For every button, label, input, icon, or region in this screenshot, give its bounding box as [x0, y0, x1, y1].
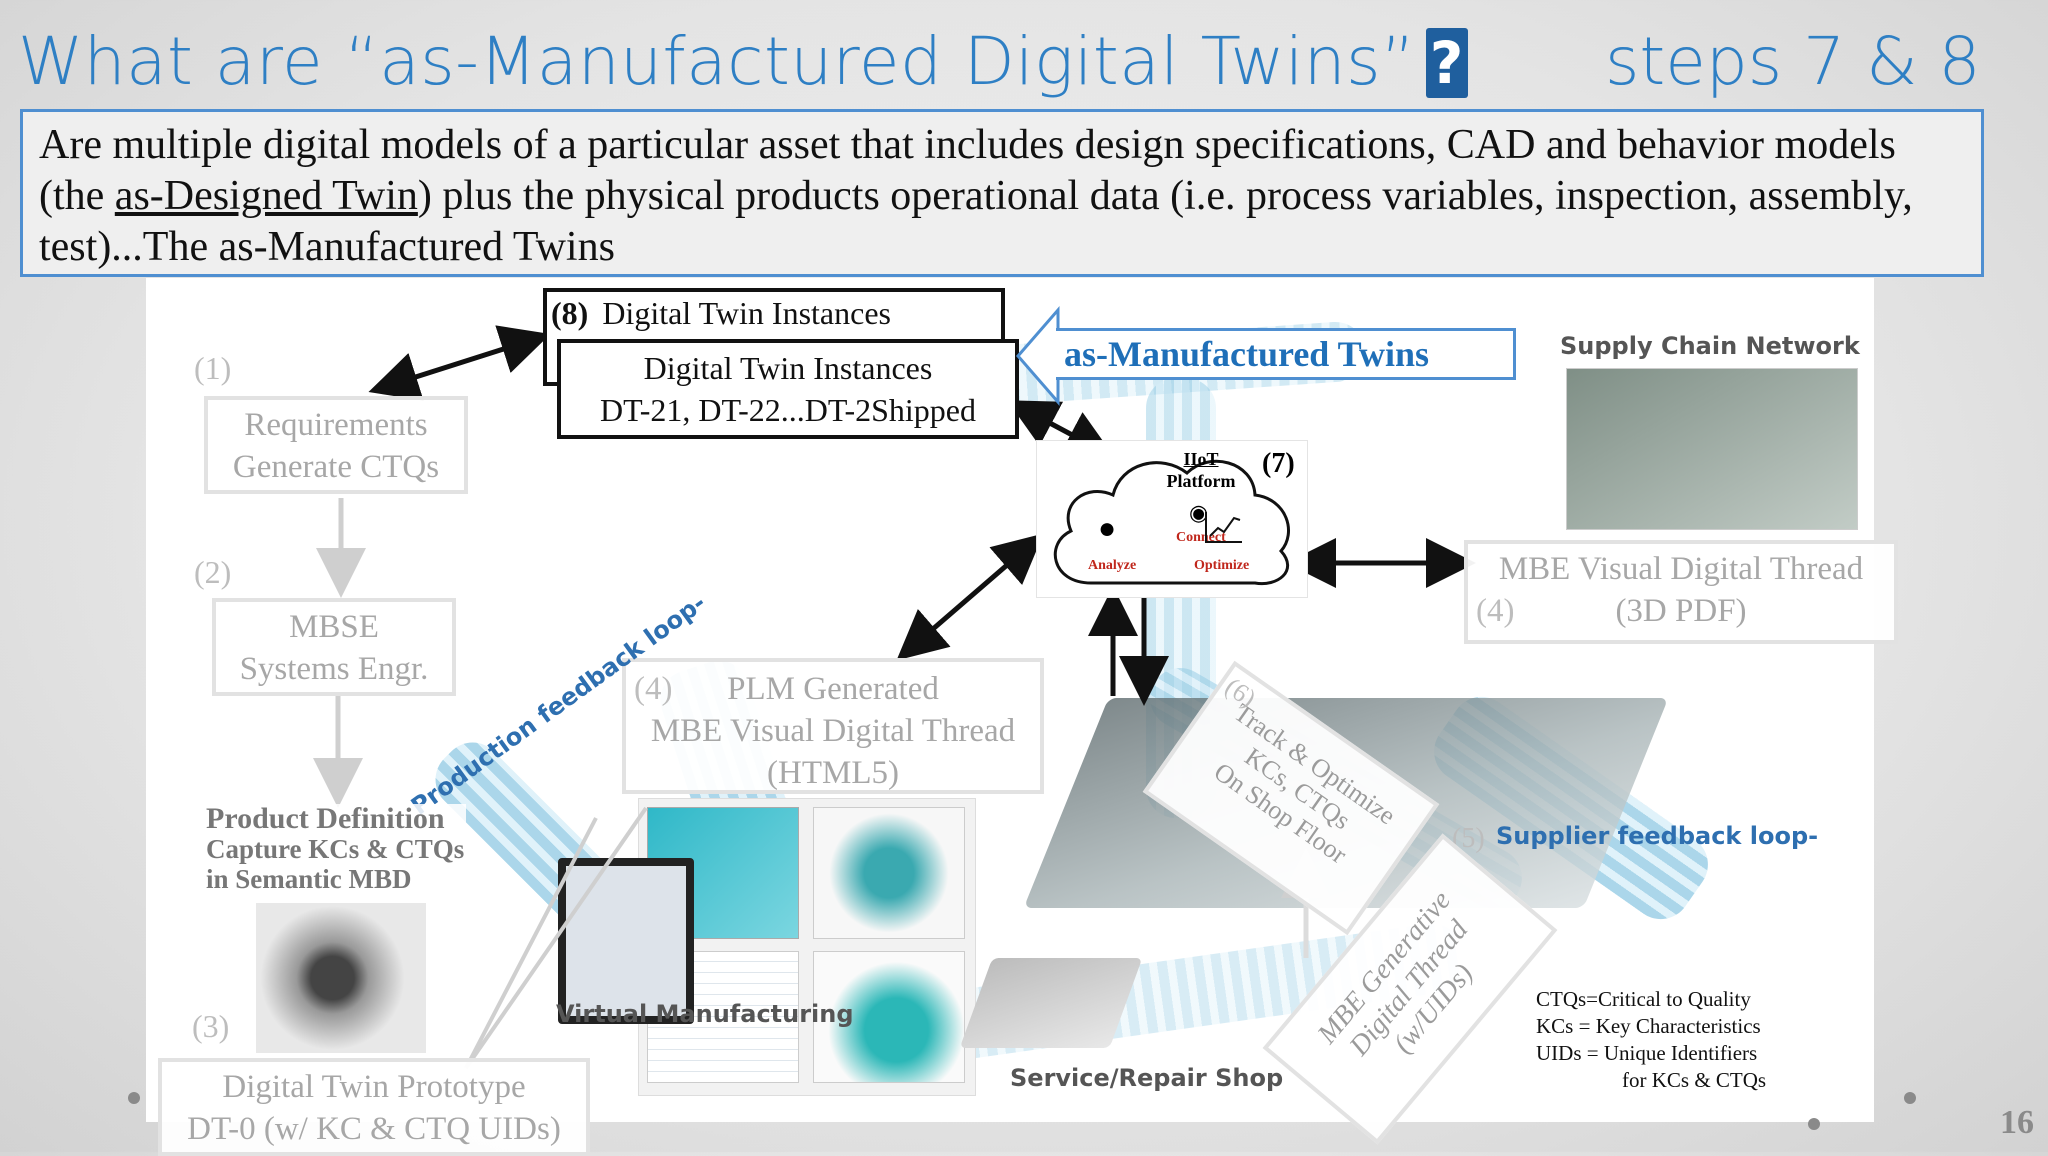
step3-label: (3): [192, 1008, 230, 1044]
plm-step: (4): [634, 671, 673, 707]
dt-prototype-box: Digital Twin Prototype DT-0 (w/ KC & CTQ…: [158, 1058, 590, 1156]
product-definition-label: Product Definition Capture KCs & CTQs in…: [206, 804, 466, 894]
digital-twin-diagram: (8) Digital Twin Instances Digital Twin …: [146, 278, 1898, 1156]
legend-item: CTQs=Critical to Quality: [1536, 987, 1751, 1011]
dt-instances-front-label: Digital Twin Instances: [643, 350, 933, 386]
head-gear-icon: ●: [1098, 512, 1117, 545]
step1-label: (1): [194, 350, 232, 386]
legend-item: UIDs = Unique Identifiers: [1536, 1041, 1758, 1065]
iiot-line2: Platform: [1166, 471, 1236, 491]
requirements-box: Requirements Generate CTQs: [204, 396, 468, 494]
slide-dot: [128, 1092, 140, 1104]
cloud-icon: [1053, 459, 1290, 586]
steps-label: steps 7 & 8: [1605, 23, 1981, 100]
question-mark-icon: ?: [1425, 28, 1468, 98]
as-designed-twin-link: as-Designed Twin: [114, 173, 418, 219]
slide-dot: [1808, 1118, 1820, 1130]
plm-line1-row: (4) PLM Generated: [626, 668, 1040, 710]
supplier-loop-label: Supplier feedback loop-: [1496, 822, 1819, 850]
definition-box: Are multiple digital models of a particu…: [20, 109, 1984, 277]
product-def-line2: Capture KCs & CTQs: [206, 834, 465, 864]
iiot-line1: IIoT: [1183, 449, 1219, 469]
dt-instances-front-box: Digital Twin Instances DT-21, DT-22...DT…: [557, 339, 1019, 439]
page-title: What are “as-Manufactured Digital Twins”…: [18, 22, 1468, 102]
abbreviation-legend: CTQs=Critical to Quality KCs = Key Chara…: [1536, 986, 1766, 1094]
step7-label: (7): [1262, 448, 1295, 479]
mbe-3d-step: (4): [1476, 593, 1515, 629]
product-def-line3: in Semantic MBD: [206, 864, 412, 894]
plm-line1: PLM Generated: [727, 671, 939, 707]
definition-text-part2: ) plus the physical products operational…: [39, 173, 1913, 270]
supply-chain-label: Supply Chain Network: [1560, 332, 1860, 360]
definition-text-part1: Are multiple digital models of a particu…: [39, 122, 1896, 219]
prototype-line1: Digital Twin Prototype: [222, 1069, 526, 1105]
page-number: 16: [2000, 1104, 2034, 1141]
mbe-3d-pdf-box: MBE Visual Digital Thread (4) (3D PDF): [1464, 540, 1898, 644]
plm-line2: MBE Visual Digital Thread: [650, 713, 1016, 749]
mbse-line2: Systems Engr.: [239, 651, 429, 687]
product-def-line1: Product Definition: [206, 802, 445, 835]
requirements-line1: Requirements: [244, 407, 428, 443]
dt-instances-back-label: Digital Twin Instances: [602, 295, 891, 331]
mbse-line1: MBSE: [289, 609, 379, 645]
trend-chart-icon: [1205, 512, 1242, 543]
mbe-3d-line2-row: (4) (3D PDF): [1468, 590, 1894, 632]
plm-line3: (HTML5): [767, 755, 899, 791]
step2-label: (2): [194, 554, 232, 590]
optimize-label: Optimize: [1194, 558, 1250, 573]
as-manufactured-label: as-Manufactured Twins: [1056, 328, 1516, 380]
prototype-line2: DT-0 (w/ KC & CTQ UIDs): [187, 1111, 561, 1147]
product-definition-image: [256, 903, 426, 1053]
dt-instances-ids: DT-21, DT-22...DT-2Shipped: [599, 392, 976, 428]
virtual-manufacturing-monitor: [558, 858, 694, 1024]
plm-box: (4) PLM Generated MBE Visual Digital Thr…: [622, 658, 1044, 794]
iiot-label: IIoT Platform: [1146, 448, 1256, 492]
title-text: What are “as-Manufactured Digital Twins”: [18, 23, 1416, 100]
signal-icon: ◉: [1189, 500, 1209, 525]
mbse-box: MBSE Systems Engr.: [212, 598, 456, 696]
legend-item: KCs = Key Characteristics: [1536, 1014, 1761, 1038]
virtual-manufacturing-label: Virtual Manufacturing: [556, 1000, 854, 1028]
mbe-3d-line1: MBE Visual Digital Thread: [1498, 551, 1864, 587]
step8-label: (8): [551, 295, 589, 331]
mbe-3d-line2: (3D PDF): [1615, 593, 1747, 629]
service-shop-label: Service/Repair Shop: [1010, 1064, 1284, 1092]
supply-chain-image: [1566, 368, 1858, 530]
slide-dot: [1904, 1092, 1916, 1104]
connector-arrows: [313, 325, 1476, 1070]
analyze-label: Analyze: [1088, 558, 1137, 573]
legend-item: for KCs & CTQs: [1622, 1068, 1767, 1092]
requirements-line2: Generate CTQs: [232, 449, 440, 485]
